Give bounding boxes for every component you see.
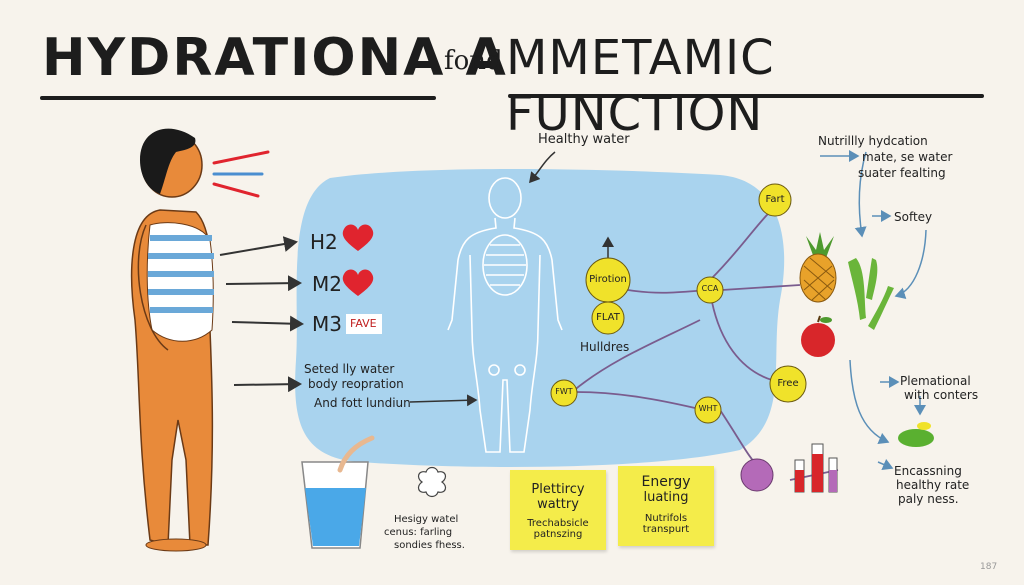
node-free xyxy=(769,365,807,403)
huldres-label: Hulldres xyxy=(580,340,630,354)
right-note-softey: Softey xyxy=(894,210,933,224)
node-fart xyxy=(758,183,792,217)
right-note-top-line1: Nutrillly hydcation xyxy=(818,134,928,148)
node-wht xyxy=(694,396,722,424)
fave-badge-box xyxy=(346,314,382,334)
bottom-note-line1: Hesigy watel xyxy=(394,514,459,525)
node-label-free: Free xyxy=(777,378,799,389)
title-underline-left xyxy=(40,96,436,100)
sticky-1-title-line1: Plettircy xyxy=(531,482,585,497)
sticky-2-title-line1: Energy xyxy=(641,474,691,490)
label-m2: M2 xyxy=(312,272,342,296)
right-note-plemational-line1: Plemational xyxy=(900,374,971,388)
sticky-2-sub-line1: Nutrifols xyxy=(644,513,688,524)
corner-mark: 187 xyxy=(980,562,998,572)
bone-icon xyxy=(417,466,447,498)
label-h2: H2 xyxy=(310,230,338,254)
node-label-flat: FLAT xyxy=(596,312,620,323)
body-outline xyxy=(447,177,563,453)
asparagus-icon xyxy=(848,258,894,330)
sponge-icon xyxy=(898,422,934,447)
title-underline-right xyxy=(508,94,984,98)
right-note-plemational-line2: with conters xyxy=(904,388,979,402)
sticky-1-sub-line2: patnszing xyxy=(533,529,583,540)
bottom-note-line2: cenus: farling xyxy=(384,527,453,538)
pineapple-icon xyxy=(799,232,837,303)
healthy-water-label: Healthy water xyxy=(538,132,630,147)
right-note-encassning-line3: paly ness. xyxy=(898,492,959,506)
pool-text-line1: Seted lly water xyxy=(304,362,395,376)
title-part-1: HYDRATIONA A xyxy=(42,28,508,88)
sticky-2-title-line2: luating xyxy=(643,490,689,505)
water-pool xyxy=(295,169,785,467)
pool-text-line3: And fott lundiun xyxy=(314,396,411,410)
right-note-encassning-line1: Encassning xyxy=(894,464,962,478)
right-note-encassning-line2: healthy rate xyxy=(896,478,970,492)
node-fwt xyxy=(550,379,578,407)
sound-waves-icon xyxy=(212,150,270,198)
glass-icon xyxy=(301,435,375,549)
sticky-1-title-line2: wattry xyxy=(537,497,579,512)
fave-badge: FAVE xyxy=(350,317,377,330)
node-label-wht: WHT xyxy=(698,404,718,413)
sticky-1-sub-line1: Trechabsicle xyxy=(527,518,589,529)
node-label-cca: CCA xyxy=(701,284,719,293)
right-note-top-line3: suater fealting xyxy=(858,166,946,180)
node-cca xyxy=(696,276,724,304)
heart-icon xyxy=(342,269,374,296)
right-note-top-line2: mate, se water xyxy=(862,150,953,164)
apple-icon xyxy=(801,315,835,357)
pool-text-line2: body reopration xyxy=(308,377,404,391)
label-m3: M3 xyxy=(312,312,342,336)
node-label-pirotion: Pirotion xyxy=(589,274,627,285)
purple-ball-icon xyxy=(740,458,774,492)
sticky-2-sub-line2: transpurt xyxy=(642,524,690,535)
bottom-note-line3: sondies fhess. xyxy=(394,540,465,551)
beaker-icon xyxy=(794,443,838,493)
node-label-fwt: FWT xyxy=(555,387,573,396)
sticky-note-1: Plettircy wattry Trechabsicle patnszing xyxy=(510,470,606,550)
person-illustration xyxy=(130,128,214,552)
node-label-fart: Fart xyxy=(765,194,785,205)
node-flat xyxy=(591,301,625,335)
title-part-2: fond xyxy=(444,46,503,76)
sticky-note-2: Energy luating Nutrifols transpurt xyxy=(618,466,714,546)
heart-icon xyxy=(342,224,374,251)
